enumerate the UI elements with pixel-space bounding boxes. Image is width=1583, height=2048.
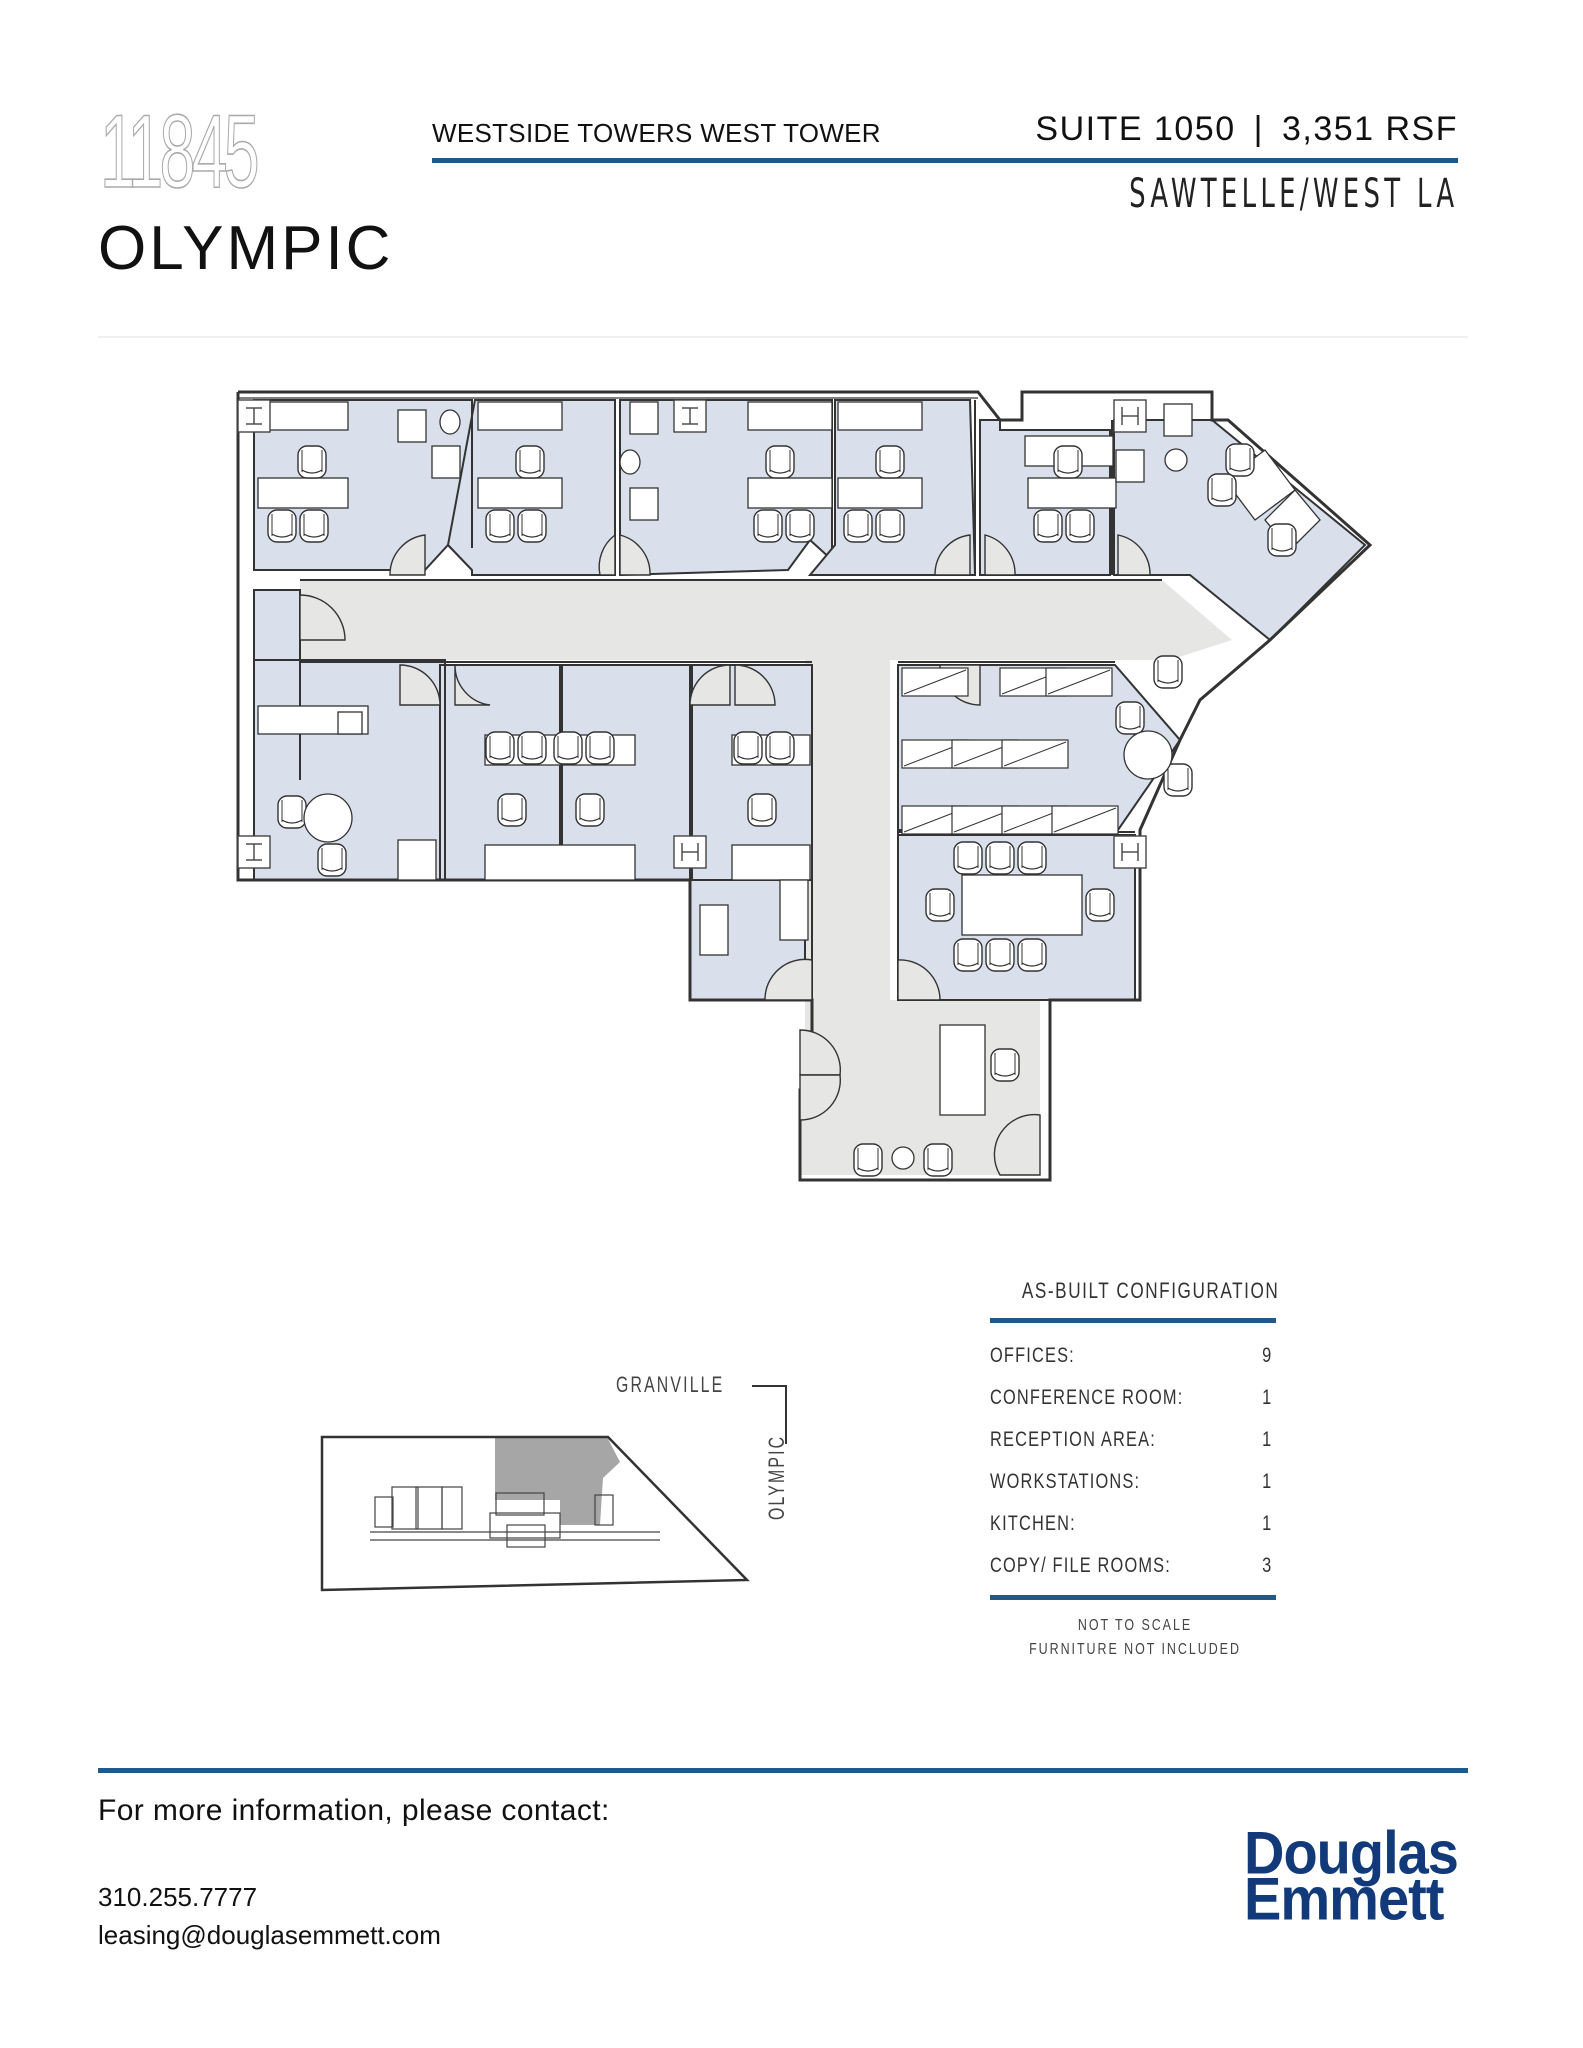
- config-value: 1: [1261, 1512, 1273, 1535]
- suite-info: SUITE 1050 | 3,351 RSF: [1035, 112, 1458, 146]
- suite-number: SUITE 1050: [1035, 110, 1236, 148]
- address-number: 11845: [100, 94, 261, 210]
- building-outline: [320, 1435, 750, 1592]
- configuration-rule-top: [990, 1318, 1276, 1323]
- configuration-table: AS-BUILT CONFIGURATION OFFICES: 9 CONFER…: [990, 1278, 1280, 1662]
- suite-highlight: [495, 1437, 620, 1525]
- tables: [303, 401, 1193, 1170]
- logo-line-1: Douglas: [1244, 1818, 1459, 1887]
- config-value: 1: [1261, 1428, 1273, 1451]
- config-label: WORKSTATIONS:: [990, 1470, 1141, 1493]
- corridor: [300, 580, 1232, 1175]
- config-label: KITCHEN:: [990, 1512, 1076, 1535]
- config-row-conference: CONFERENCE ROOM: 1: [990, 1377, 1280, 1419]
- submarket: SAWTELLE/WEST LA: [1128, 171, 1458, 217]
- config-value: 3: [1261, 1554, 1273, 1577]
- config-value: 9: [1261, 1344, 1273, 1367]
- config-row-kitchen: KITCHEN: 1: [990, 1503, 1280, 1545]
- logo-line-2: Emmett: [1244, 1864, 1444, 1933]
- key-plan: [320, 1435, 750, 1592]
- contact-phone[interactable]: 310.255.7777: [98, 1882, 258, 1912]
- desks: [257, 401, 1321, 1116]
- footer-rule: [98, 1768, 1468, 1773]
- building-name: WESTSIDE TOWERS WEST TOWER: [432, 118, 881, 148]
- config-value: 1: [1261, 1470, 1273, 1493]
- note-not-to-scale: NOT TO SCALE: [1077, 1617, 1193, 1634]
- config-label: RECEPTION AREA:: [990, 1428, 1156, 1451]
- config-row-copy-file: COPY/ FILE ROOMS: 3: [990, 1545, 1280, 1587]
- suite-separator: |: [1253, 110, 1264, 148]
- configuration-title: AS-BUILT CONFIGURATION: [1021, 1278, 1280, 1303]
- config-row-reception: RECEPTION AREA: 1: [990, 1419, 1280, 1461]
- street-label-granville: GRANVILLE: [616, 1372, 725, 1397]
- contact-heading: For more information, please contact:: [98, 1794, 610, 1827]
- core: [370, 1486, 660, 1548]
- config-label: CONFERENCE ROOM:: [990, 1386, 1184, 1409]
- config-row-workstations: WORKSTATIONS: 1: [990, 1461, 1280, 1503]
- floor-plan: [236, 390, 1373, 1182]
- note-furniture: FURNITURE NOT INCLUDED: [1029, 1641, 1241, 1658]
- configuration-rule-bottom: [990, 1595, 1276, 1600]
- config-label: OFFICES:: [990, 1344, 1075, 1367]
- suite-area: 3,351 RSF: [1281, 110, 1458, 148]
- config-value: 1: [1261, 1386, 1273, 1409]
- street-corner-marker: [752, 1385, 787, 1444]
- config-row-offices: OFFICES: 9: [990, 1335, 1280, 1377]
- contact-email[interactable]: leasing@douglasemmett.com: [98, 1920, 441, 1950]
- douglas-emmett-logo: Douglas Emmett: [1244, 1818, 1459, 1928]
- address-street: OLYMPIC: [98, 214, 394, 283]
- header-rule: [432, 158, 1458, 163]
- street-label-olympic: OLYMPIC: [764, 1434, 789, 1520]
- header-divider: [98, 336, 1468, 338]
- config-label: COPY/ FILE ROOMS:: [990, 1554, 1171, 1577]
